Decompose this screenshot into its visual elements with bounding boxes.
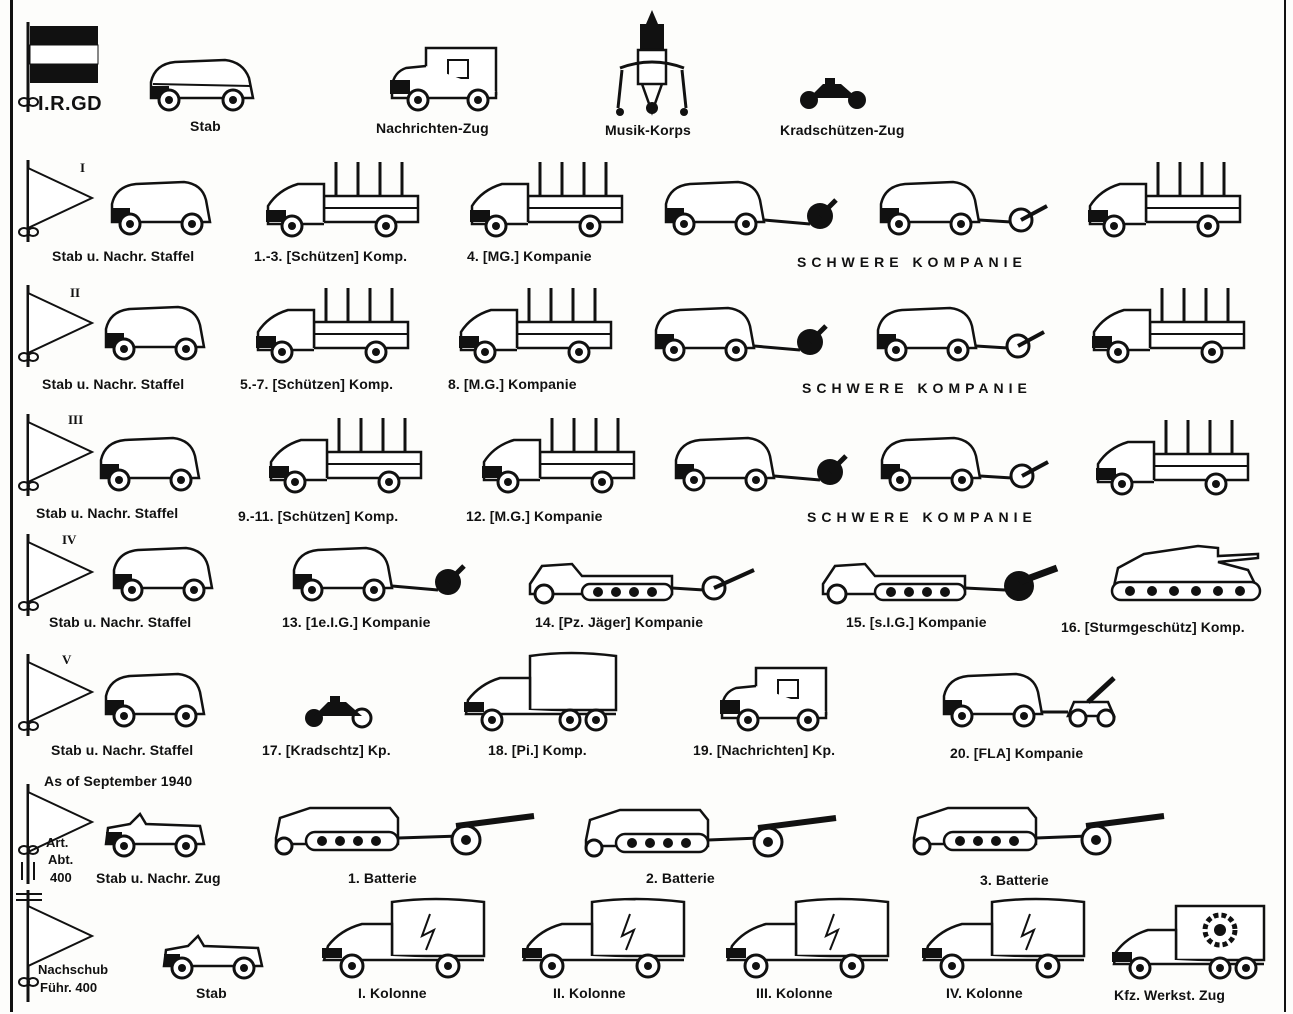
towed-gun-car-icon: [650, 306, 830, 366]
pennant-ii-icon: [16, 285, 106, 367]
artillery-label-4: 3. Batterie: [980, 872, 1049, 888]
covered-truck-icon: [318, 896, 488, 982]
artillery-unit-line-1: Art.: [46, 835, 68, 850]
supply-label-1: Stab: [196, 985, 227, 1001]
towed-gun-car-icon: [288, 546, 468, 606]
row-i-label-4: SCHWERE KOMPANIE: [797, 254, 1027, 270]
workshop-truck-icon: [1108, 902, 1268, 982]
halftrack-gun-icon: [522, 554, 762, 606]
row-i-label-1: Stab u. Nachr. Staffel: [52, 248, 194, 264]
band-emblem-icon: [612, 8, 692, 120]
open-staff-car-icon: [158, 930, 268, 982]
row-ii-label-2: 5.-7. [Schützen] Komp.: [240, 376, 393, 392]
covered-truck-icon: [460, 650, 620, 734]
row-iii-label-4: SCHWERE KOMPANIE: [807, 509, 1037, 525]
cargo-truck-icon: [1092, 418, 1252, 498]
row-v-numeral: V: [62, 652, 71, 668]
pennant-i-icon: [16, 160, 106, 242]
row-iii-label-2: 9.-11. [Schützen] Komp.: [238, 508, 398, 524]
row-v-label-5: 20. [FLA] Kompanie: [950, 745, 1083, 761]
pennant-iii-icon: [16, 414, 106, 496]
covered-truck-icon: [518, 896, 688, 982]
artillery-unit-line-3: 400: [50, 870, 72, 885]
supply-unit-line-1: Nachschub: [38, 962, 108, 977]
staff-car-icon: [100, 305, 210, 363]
row-i-numeral: I: [80, 160, 85, 176]
assault-gun-icon: [1108, 540, 1268, 606]
row-v-label-3: 18. [Pi.] Komp.: [488, 742, 587, 758]
cargo-truck-icon: [1084, 160, 1244, 240]
supply-label-3: II. Kolonne: [553, 985, 626, 1001]
cargo-truck-icon: [252, 286, 412, 366]
prime-mover-howitzer-icon: [580, 806, 850, 862]
row-iii-numeral: III: [68, 412, 83, 428]
row-v-label-4: 19. [Nachrichten] Kp.: [693, 742, 835, 758]
row-ii-numeral: II: [70, 285, 80, 301]
cargo-truck-icon: [455, 286, 615, 366]
towed-gun-car-icon: [876, 436, 1056, 496]
prime-mover-howitzer-icon: [908, 804, 1178, 860]
prime-mover-howitzer-icon: [270, 804, 540, 860]
pennant-artillery-icon: [16, 784, 106, 884]
row-iv-numeral: IV: [62, 532, 76, 548]
staff-car-icon: [108, 546, 218, 604]
label-nachrichten-zug: Nachrichten-Zug: [376, 120, 489, 136]
label-stab: Stab: [190, 118, 221, 134]
row-iv-label-3: 14. [Pz. Jäger] Kompanie: [535, 614, 703, 630]
artillery-label-3: 2. Batterie: [646, 870, 715, 886]
halftrack-gun-icon: [815, 554, 1065, 606]
row-i-label-3: 4. [MG.] Kompanie: [467, 248, 592, 264]
towed-gun-car-icon: [670, 436, 850, 496]
supply-label-4: III. Kolonne: [756, 985, 833, 1001]
cargo-truck-icon: [478, 416, 638, 496]
row-iv-label-2: 13. [1e.I.G.] Kompanie: [282, 614, 430, 630]
pennant-iv-icon: [16, 534, 106, 616]
staff-car-icon: [100, 672, 210, 730]
supply-unit-line-2: Führ. 400: [40, 980, 97, 995]
towed-gun-car-icon: [875, 180, 1055, 240]
row-iv-label-4: 15. [s.I.G.] Kompanie: [846, 614, 987, 630]
supply-label-2: I. Kolonne: [358, 985, 427, 1001]
row-ii-label-4: SCHWERE KOMPANIE: [802, 380, 1032, 396]
row-v-label-1: Stab u. Nachr. Staffel: [51, 742, 193, 758]
staff-car-icon: [95, 436, 205, 494]
cargo-truck-icon: [265, 416, 425, 496]
covered-truck-icon: [918, 896, 1088, 982]
artillery-unit-line-2: Abt.: [48, 852, 73, 867]
row-v-label-2: 17. [Kradschtz] Kp.: [262, 742, 391, 758]
radio-truck-icon: [718, 662, 830, 732]
row-iv-label-5: 16. [Sturmgeschütz] Komp.: [1061, 619, 1245, 635]
row-iv-label-1: Stab u. Nachr. Staffel: [49, 614, 191, 630]
cargo-truck-icon: [1088, 286, 1248, 366]
covered-truck-icon: [722, 896, 892, 982]
motorcycle-icon: [797, 76, 869, 112]
open-staff-car-icon: [100, 808, 210, 860]
staff-car-icon: [145, 56, 260, 114]
flak-gun-car-icon: [938, 672, 1128, 732]
row-iii-label-1: Stab u. Nachr. Staffel: [36, 505, 178, 521]
motorcycle-icon: [302, 694, 374, 730]
label-kradschuetzen-zug: Kradschützen-Zug: [780, 122, 905, 138]
artillery-label-2: 1. Batterie: [348, 870, 417, 886]
label-musik-korps: Musik-Korps: [605, 122, 691, 138]
supply-label-6: Kfz. Werkst. Zug: [1114, 987, 1225, 1003]
cargo-truck-icon: [262, 160, 422, 240]
cargo-truck-icon: [466, 160, 626, 240]
radio-truck-icon: [388, 42, 500, 112]
staff-car-icon: [106, 180, 216, 238]
towed-gun-car-icon: [872, 306, 1052, 366]
regiment-unit-name: I.R.GD: [38, 93, 102, 116]
towed-gun-car-icon: [660, 180, 840, 240]
pennant-v-icon: [16, 654, 106, 736]
artillery-label-1: Stab u. Nachr. Zug: [96, 870, 221, 886]
row-iii-label-3: 12. [M.G.] Kompanie: [466, 508, 602, 524]
row-ii-label-1: Stab u. Nachr. Staffel: [42, 376, 184, 392]
row-ii-label-3: 8. [M.G.] Kompanie: [448, 376, 577, 392]
supply-label-5: IV. Kolonne: [946, 985, 1023, 1001]
row-i-label-2: 1.-3. [Schützen] Komp.: [254, 248, 407, 264]
